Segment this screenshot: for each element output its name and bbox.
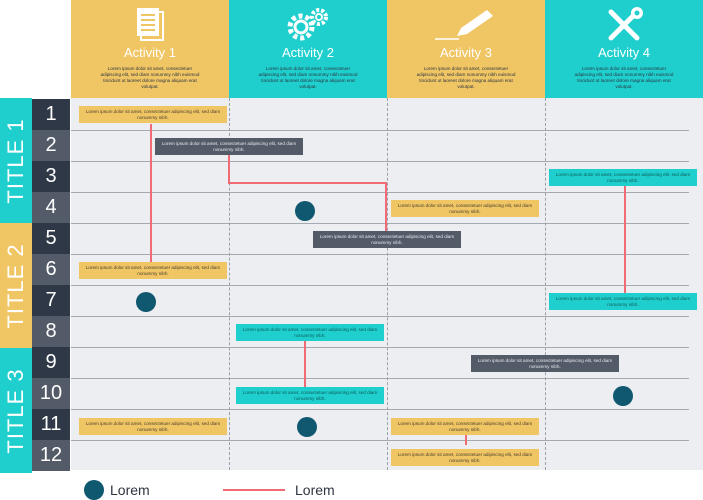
activity-title: Activity 4 bbox=[597, 45, 650, 60]
milestone-dot bbox=[295, 201, 315, 221]
connector-line bbox=[385, 182, 387, 232]
connector-line bbox=[304, 341, 306, 387]
task-bar: Lorem ipsum dolor sit amet, consectetuer… bbox=[391, 449, 539, 466]
row-divider bbox=[71, 254, 689, 255]
activity-title: Activity 1 bbox=[123, 45, 176, 60]
connector-line bbox=[228, 146, 230, 184]
task-bar: Lorem ipsum dolor sit amet, consectetuer… bbox=[79, 106, 227, 123]
row-number: 11 bbox=[32, 409, 70, 440]
row-number: 1 bbox=[32, 99, 70, 130]
group-title-text: TITLE 1 bbox=[3, 117, 28, 204]
row-number: 2 bbox=[32, 130, 70, 161]
milestone-dot bbox=[297, 417, 317, 437]
column-divider bbox=[387, 98, 388, 470]
task-bar: Lorem ipsum dolor sit amet, consectetuer… bbox=[391, 418, 539, 435]
row-number: 9 bbox=[32, 347, 70, 378]
row-number: 6 bbox=[32, 254, 70, 285]
legend-milestone-icon bbox=[84, 480, 104, 500]
row-divider bbox=[71, 161, 689, 162]
activity-description: Lorem ipsum dolor sit amet, consectetuer… bbox=[416, 66, 516, 89]
column-divider bbox=[545, 98, 546, 470]
row-divider bbox=[71, 347, 689, 348]
milestone-dot bbox=[136, 292, 156, 312]
row-number: 4 bbox=[32, 192, 70, 223]
tools-icon bbox=[608, 7, 643, 41]
activity-header-4: Activity 4 Lorem ipsum dolor sit amet, c… bbox=[545, 0, 703, 98]
row-number: 5 bbox=[32, 223, 70, 254]
connector-line bbox=[150, 124, 152, 262]
document-icon bbox=[137, 8, 164, 41]
activity-header-2: Activity 2 Lorem ipsum dolor sit amet, c… bbox=[229, 0, 387, 98]
task-bar: Lorem ipsum dolor sit amet, consectetuer… bbox=[236, 324, 384, 341]
task-bar: Lorem ipsum dolor sit amet, consectetuer… bbox=[391, 200, 539, 217]
group-title-1: TITLE 1 bbox=[0, 98, 32, 223]
legend-connector-label: Lorem bbox=[295, 482, 335, 498]
gears-icon bbox=[287, 8, 328, 41]
activity-description: Lorem ipsum dolor sit amet, consectetuer… bbox=[574, 66, 674, 89]
group-title-text: TITLE 3 bbox=[3, 367, 28, 454]
group-title-2: TITLE 2 bbox=[0, 223, 32, 348]
activity-description: Lorem ipsum dolor sit amet, consectetuer… bbox=[100, 66, 200, 89]
task-bar: Lorem ipsum dolor sit amet, consectetuer… bbox=[313, 231, 461, 248]
task-bar: Lorem ipsum dolor sit amet, consectetuer… bbox=[155, 138, 303, 155]
row-divider bbox=[71, 285, 689, 286]
row-divider bbox=[71, 223, 689, 224]
row-divider bbox=[71, 409, 689, 410]
row-number: 3 bbox=[32, 161, 70, 192]
row-divider bbox=[71, 130, 689, 131]
connector-line bbox=[228, 182, 386, 184]
task-bar: Lorem ipsum dolor sit amet, consectetuer… bbox=[79, 262, 227, 279]
activity-header-3: Activity 3 Lorem ipsum dolor sit amet, c… bbox=[387, 0, 545, 98]
activity-title: Activity 2 bbox=[281, 45, 334, 60]
row-number: 10 bbox=[32, 378, 70, 409]
activity-title: Activity 3 bbox=[439, 45, 492, 60]
row-divider bbox=[71, 192, 689, 193]
pencil-icon bbox=[435, 10, 493, 40]
task-bar: Lorem ipsum dolor sit amet, consectetuer… bbox=[549, 169, 697, 186]
activity-header-1: Activity 1 Lorem ipsum dolor sit amet, c… bbox=[71, 0, 229, 98]
activity-description: Lorem ipsum dolor sit amet, consectetuer… bbox=[258, 66, 358, 89]
row-number: 7 bbox=[32, 285, 70, 316]
row-divider bbox=[71, 440, 689, 441]
task-bar: Lorem ipsum dolor sit amet, consectetuer… bbox=[236, 387, 384, 404]
group-title-3: TITLE 3 bbox=[0, 348, 32, 473]
group-title-text: TITLE 2 bbox=[3, 242, 28, 329]
column-divider bbox=[229, 98, 230, 470]
task-bar: Lorem ipsum dolor sit amet, consectetuer… bbox=[79, 418, 227, 435]
legend-connector-icon bbox=[223, 489, 285, 491]
legend-milestone-label: Lorem bbox=[110, 482, 150, 498]
row-divider bbox=[71, 378, 689, 379]
task-bar: Lorem ipsum dolor sit amet, consectetuer… bbox=[471, 355, 619, 372]
row-number: 8 bbox=[32, 316, 70, 347]
row-number: 12 bbox=[32, 440, 70, 471]
milestone-dot bbox=[613, 386, 633, 406]
connector-line bbox=[465, 435, 467, 445]
task-bar: Lorem ipsum dolor sit amet, consectetuer… bbox=[549, 293, 697, 310]
connector-line bbox=[624, 186, 626, 294]
row-divider bbox=[71, 316, 689, 317]
